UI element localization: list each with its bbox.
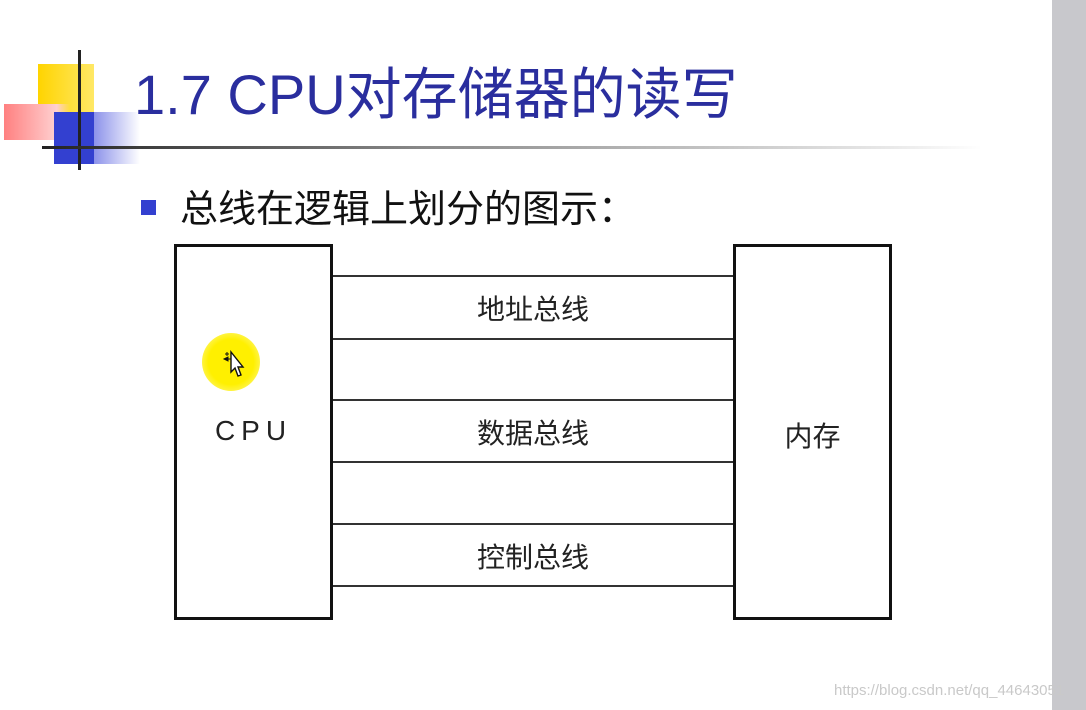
- title-underline: [42, 146, 982, 149]
- control-bus-label: 控制总线: [476, 541, 589, 574]
- control-bus-bottom-line: [333, 585, 733, 587]
- slide: 1.7 CPU对存储器的读写 总线在逻辑上划分的图示： CPU 内存 地址总线 …: [4, 50, 982, 620]
- data-bus-bottom-line: [333, 461, 733, 463]
- memory-box: 内存: [733, 244, 892, 620]
- right-scroll-strip: [1052, 0, 1086, 710]
- data-bus-label: 数据总线: [476, 417, 589, 450]
- address-bus-label: 地址总线: [476, 293, 589, 326]
- address-bus-bottom-line: [333, 338, 733, 340]
- slide-title: 1.7 CPU对存储器的读写: [134, 63, 738, 126]
- address-bus-top-line: [333, 275, 733, 277]
- logo-blue-fade: [94, 112, 140, 164]
- watermark-text: https://blog.csdn.net/qq_44643051: [834, 682, 1065, 699]
- cpu-label: CPU: [214, 415, 293, 446]
- bullet-square-icon: [141, 200, 156, 215]
- move-cursor-icon: [222, 350, 245, 377]
- bullet-text: 总线在逻辑上划分的图示：: [180, 187, 637, 231]
- data-bus-top-line: [333, 399, 733, 401]
- memory-label: 内存: [784, 420, 841, 453]
- logo-vertical-line: [78, 50, 81, 170]
- logo-blue-block: [54, 112, 94, 164]
- control-bus-top-line: [333, 523, 733, 525]
- cpu-box: CPU: [174, 244, 333, 620]
